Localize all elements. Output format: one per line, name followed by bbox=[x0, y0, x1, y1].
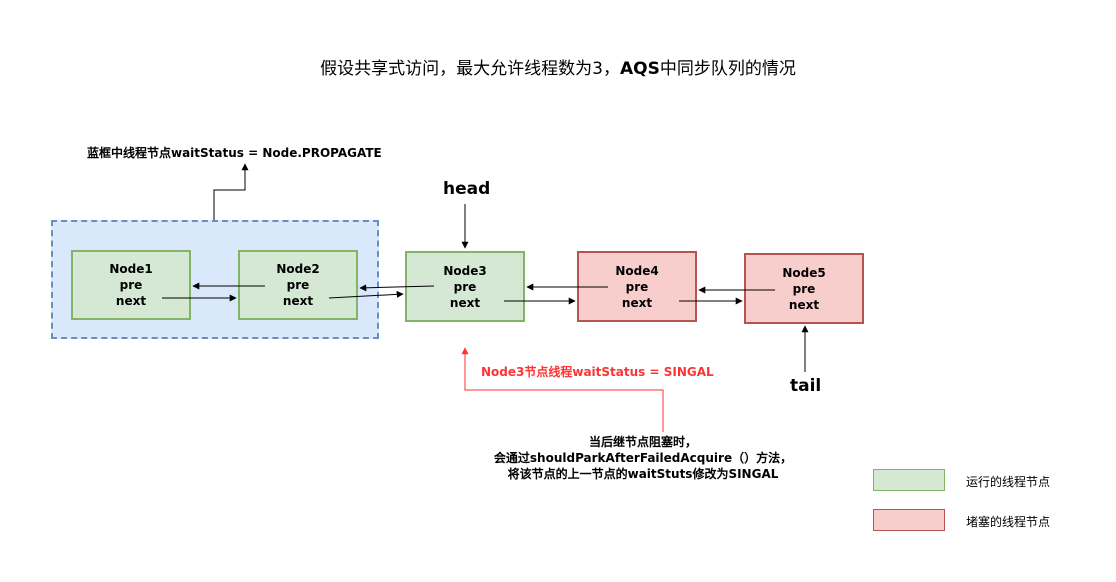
node-4-name: Node4 bbox=[615, 263, 659, 278]
node3-pre-arrow bbox=[359, 284, 435, 292]
node-3-name: Node3 bbox=[443, 263, 487, 278]
legend-blocked-label: 堵塞的线程节点 bbox=[966, 515, 1051, 529]
tail-label: tail bbox=[790, 376, 822, 396]
node-2-name: Node2 bbox=[276, 262, 320, 276]
node-4-pre: pre bbox=[625, 279, 649, 294]
node-5-pre: pre bbox=[792, 281, 816, 296]
legend-running-label: 运行的线程节点 bbox=[966, 475, 1051, 489]
title-part-1: 假设共享式访问，最大允许线程数为3， bbox=[320, 59, 620, 79]
node-1: Node1 pre next bbox=[71, 250, 191, 320]
node3-status-label: Node3节点线程waitStatus = SINGAL bbox=[481, 365, 714, 379]
signal-callout-arrow bbox=[461, 347, 664, 432]
node2-next-arrow bbox=[328, 290, 404, 299]
title-part-3: 中同步队列的情况 bbox=[659, 59, 796, 79]
node-5-next: next bbox=[788, 297, 820, 312]
node-1-next: next bbox=[115, 294, 147, 308]
head-label: head bbox=[443, 179, 491, 199]
node-2: Node2 pre next bbox=[238, 250, 358, 320]
parking-note: 当后继节点阻塞时， 会通过shouldParkAfterFailedAcquir… bbox=[473, 434, 813, 482]
node-4-next: next bbox=[621, 295, 653, 310]
propagate-label: 蓝框中线程节点waitStatus = Node.PROPAGATE bbox=[87, 146, 382, 160]
propagate-callout-arrow bbox=[213, 163, 249, 220]
diagram-title: 假设共享式访问，最大允许线程数为3，AQS中同步队列的情况 bbox=[0, 54, 1116, 79]
node-3-next: next bbox=[449, 295, 481, 310]
node-5-name: Node5 bbox=[782, 265, 826, 280]
node-1-pre: pre bbox=[119, 278, 143, 292]
parking-note-line-1: 当后继节点阻塞时， bbox=[588, 435, 697, 449]
legend-blocked-swatch bbox=[873, 509, 945, 531]
node-3-pre: pre bbox=[453, 279, 477, 294]
node-2-next: next bbox=[282, 294, 314, 308]
legend-running-swatch bbox=[873, 469, 945, 491]
parking-note-line-2: 会通过shouldParkAfterFailedAcquire（）方法， bbox=[493, 451, 793, 465]
title-part-2: AQS bbox=[619, 59, 660, 79]
node-1-name: Node1 bbox=[109, 262, 153, 276]
node-5: Node5 pre next bbox=[744, 253, 864, 324]
node-2-pre: pre bbox=[286, 278, 310, 292]
parking-note-line-3: 将该节点的上一节点的waitStuts修改为SINGAL bbox=[507, 467, 779, 481]
